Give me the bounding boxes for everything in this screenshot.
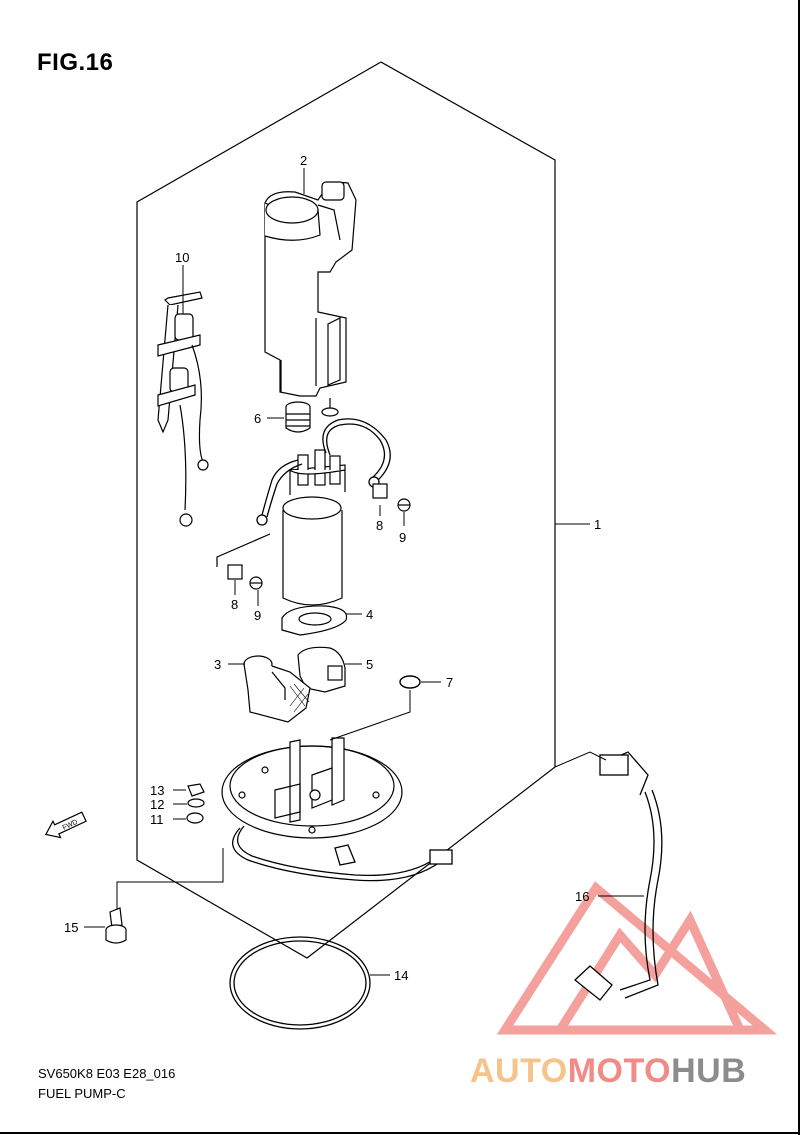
watermark-moto: MOTO (567, 1052, 672, 1090)
pump-cushion (297, 646, 346, 693)
watermark-logo (496, 881, 778, 1035)
gasket-ring (229, 936, 371, 1030)
callout-7: 7 (446, 675, 453, 690)
callout-8-upper: 8 (376, 518, 383, 533)
figure-name: FUEL PUMP-C (38, 1086, 126, 1101)
callout-9-upper: 9 (399, 530, 406, 545)
callout-13: 13 (150, 783, 164, 798)
callout-11: 11 (150, 812, 164, 827)
callout-5: 5 (366, 657, 373, 672)
brackets-and-screws (216, 483, 411, 590)
pump-wires (256, 418, 391, 526)
watermark-text: AUTOMOTOHUB (470, 1052, 746, 1091)
watermark-hub: HUB (671, 1052, 747, 1090)
assembly-outline (136, 61, 556, 959)
bolt-15 (105, 907, 127, 944)
callout-6: 6 (254, 411, 261, 426)
nut-and-washers (186, 783, 205, 824)
leader-lines (84, 168, 644, 976)
pump-holder-plate (281, 605, 348, 636)
callout-4: 4 (366, 607, 373, 622)
callout-16: 16 (575, 889, 589, 904)
fuel-filter (243, 655, 311, 723)
callout-8-lower: 8 (231, 597, 238, 612)
callout-10: 10 (175, 250, 189, 265)
o-ring-small (399, 675, 421, 689)
pump-housing (264, 181, 357, 417)
forward-arrow: FWD (44, 811, 87, 839)
callout-15: 15 (64, 920, 78, 935)
callout-labels: 1 2 3 4 5 6 7 8 8 9 9 10 11 12 13 14 15 … (64, 153, 601, 983)
figure-title: FIG.16 (37, 49, 114, 76)
pump-base-flange (221, 737, 403, 839)
callout-2: 2 (300, 153, 307, 168)
callout-9-lower: 9 (254, 608, 261, 623)
callout-14: 14 (394, 968, 408, 983)
fuel-pump-motor (282, 449, 346, 606)
watermark-auto: AUTO (470, 1052, 568, 1090)
wire-harness (232, 825, 453, 882)
callout-1: 1 (594, 517, 601, 532)
callout-3: 3 (214, 657, 221, 672)
pump-sleeve (285, 401, 311, 433)
fuel-hose (574, 751, 663, 1001)
fuel-level-sender (157, 291, 209, 527)
callout-12: 12 (150, 797, 164, 812)
figure-code: SV650K8 E03 E28_016 (38, 1066, 176, 1081)
